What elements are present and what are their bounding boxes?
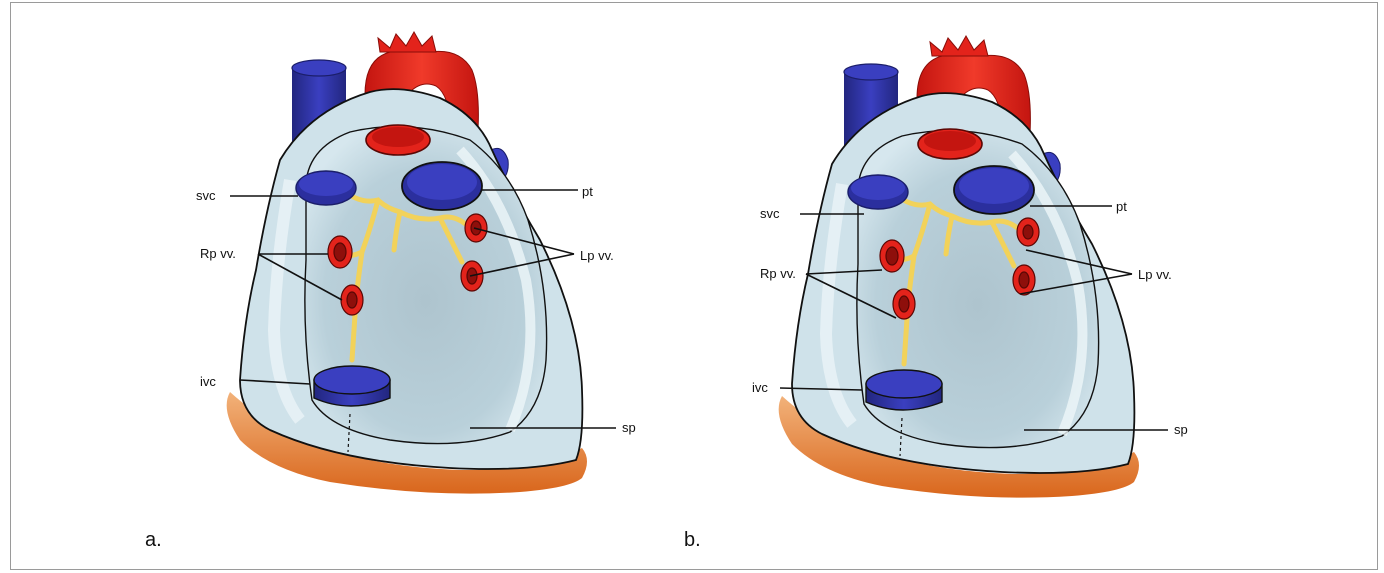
panel-a: svc pt Rp vv. Lp vv. ivc sp a. xyxy=(145,32,636,551)
label-sp-b: sp xyxy=(1174,422,1188,437)
heart-illustration-b xyxy=(779,36,1139,498)
label-svc-a: svc xyxy=(196,188,216,203)
label-ivc-a: ivc xyxy=(200,374,216,389)
label-ivc-b: ivc xyxy=(752,380,768,395)
panel-label-a: a. xyxy=(145,529,162,551)
panel-b: svc pt Rp vv. Lp vv. ivc sp b. xyxy=(684,36,1188,551)
label-sp-a: sp xyxy=(622,420,636,435)
label-pt-b: pt xyxy=(1116,199,1127,214)
label-rp-vv-b: Rp vv. xyxy=(760,266,796,281)
label-rp-vv-a: Rp vv. xyxy=(200,246,236,261)
label-pt-a: pt xyxy=(582,184,593,199)
panel-label-b: b. xyxy=(684,529,701,551)
label-lp-vv-b: Lp vv. xyxy=(1138,267,1172,282)
label-svc-b: svc xyxy=(760,206,780,221)
label-lp-vv-a: Lp vv. xyxy=(580,248,614,263)
